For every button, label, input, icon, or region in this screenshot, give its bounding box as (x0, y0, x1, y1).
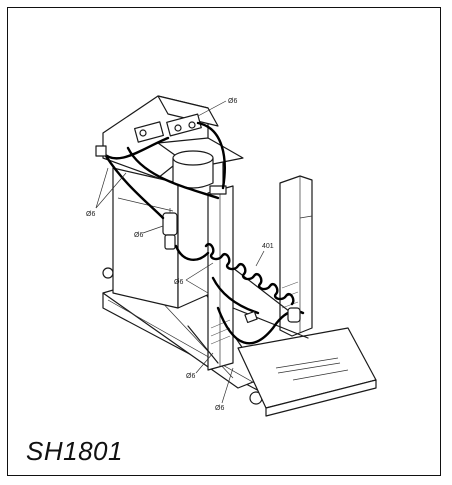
callout-d-bottom1: Ø6 (186, 373, 195, 380)
wheel-icon (102, 267, 114, 279)
coiled-hose (204, 242, 295, 306)
fitting-icon (95, 145, 107, 157)
fittings (95, 145, 301, 324)
filter-regulator (162, 208, 178, 250)
callout-d-top: Ø6 (228, 98, 237, 105)
center-column (207, 185, 234, 371)
fitting-icon (244, 310, 258, 324)
ramp-tray (237, 327, 377, 417)
leader-lines (95, 100, 265, 404)
pneumatic-assembly-drawing: Ø6 Ø6 Ø6 Ø6 401 Ø6 Ø6 (86, 95, 377, 417)
callout-d-left: Ø6 (86, 211, 95, 218)
callout-coil-ref: 401 (262, 243, 274, 250)
right-post (279, 175, 313, 337)
callout-d-bottom2: Ø6 (215, 405, 224, 412)
valve-block (134, 113, 202, 143)
callout-d-filter: Ø6 (134, 232, 143, 239)
callout-d-coil: Ø6 (174, 279, 183, 286)
figure-frame: Ø6 Ø6 Ø6 Ø6 401 Ø6 Ø6 SH1801 (7, 7, 441, 476)
fitting-icon (287, 307, 301, 323)
figure-caption: SH1801 (26, 436, 123, 466)
air-hoses (101, 121, 305, 345)
